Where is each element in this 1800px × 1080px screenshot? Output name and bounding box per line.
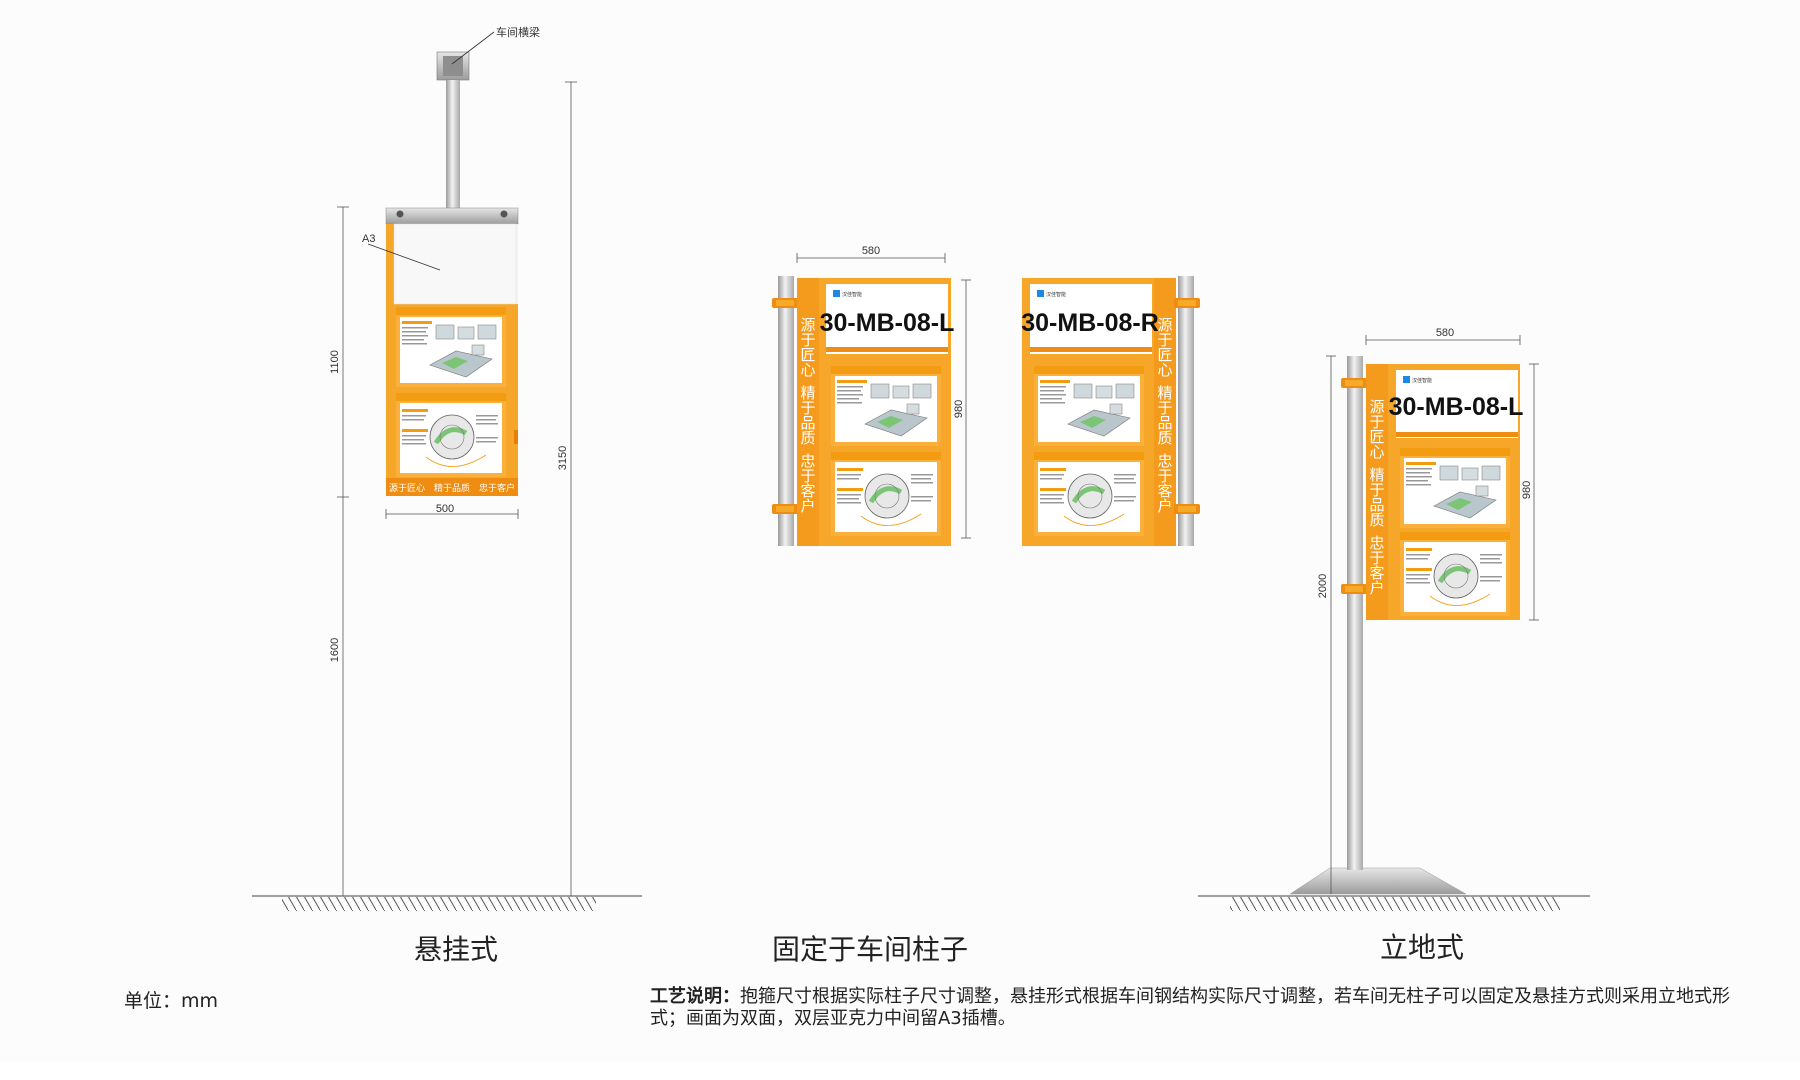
slogan-char: 质	[800, 429, 815, 447]
sign-code-wall-left: 30-MB-08-L	[820, 309, 955, 337]
brand-logo-icon	[1403, 376, 1410, 383]
wall-sign-right-group	[1022, 276, 1200, 546]
standing-sign-group	[1198, 335, 1590, 911]
slogan-char: 客	[1157, 482, 1172, 500]
slogan-char: 于	[1157, 331, 1172, 349]
process-note-body: 抱箍尺寸根据实际柱子尺寸调整，悬挂形式根据车间钢结构实际尺寸调整，若车间无柱子可…	[650, 986, 1730, 1029]
dim-hang-width: 500	[436, 503, 454, 515]
dim-stand-total: 2000	[1317, 574, 1329, 598]
slogan-char: 户	[1157, 497, 1172, 515]
dim-hang-upper: 1100	[329, 350, 341, 374]
slogan-char: 于	[800, 331, 815, 349]
slogan-char: 于	[1369, 549, 1384, 567]
dim-wall-height: 980	[953, 400, 965, 418]
dim-wall-width: 580	[862, 245, 880, 257]
slogan-char: 客	[1369, 564, 1384, 582]
sign-code-stand: 30-MB-08-L	[1389, 393, 1524, 421]
slogan-char: 匠	[1369, 428, 1384, 446]
unit-label: 单位：mm	[124, 990, 219, 1012]
wall-sign-left-group	[772, 253, 971, 546]
brand-label-wall-left: 汉佳智能	[842, 291, 862, 298]
brand-label-wall-right: 汉佳智能	[1046, 291, 1066, 298]
sign-code-wall-right: 30-MB-08-R	[1021, 309, 1159, 337]
dim-stand-width: 580	[1436, 327, 1454, 339]
slogan-char: 于	[800, 399, 815, 417]
slogan-char: 于	[1157, 467, 1172, 485]
slogan-hanging: 源于匠心 精于品质 忠于客户	[389, 482, 515, 494]
slogan-char: 于	[1369, 413, 1384, 431]
slogan-char: 质	[1157, 429, 1172, 447]
slogan-char: 精	[1369, 466, 1384, 484]
slogan-char: 客	[800, 482, 815, 500]
slogan-char: 品	[800, 414, 815, 432]
slogan-char: 于	[800, 467, 815, 485]
slogan-char: 忠	[1369, 534, 1384, 552]
dim-hang-total: 3150	[557, 446, 569, 470]
slogan-char: 精	[800, 384, 815, 402]
slogan-char: 源	[800, 316, 815, 334]
slogan-char: 心	[1369, 443, 1384, 461]
caption-wall: 固定于车间柱子	[772, 933, 969, 966]
dim-hang-lower: 1600	[329, 638, 341, 662]
slogan-char: 品	[1369, 496, 1384, 514]
slogan-char: 户	[800, 497, 815, 515]
slogan-char: 心	[800, 361, 815, 379]
brand-label-stand: 汉佳智能	[1412, 377, 1432, 384]
process-note: 工艺说明：抱箍尺寸根据实际柱子尺寸调整，悬挂形式根据车间钢结构实际尺寸调整，若车…	[650, 986, 1740, 1030]
slogan-char: 匠	[800, 346, 815, 364]
beam-label: 车间横梁	[496, 25, 540, 39]
slogan-char: 心	[1157, 361, 1172, 379]
caption-hanging: 悬挂式	[414, 933, 499, 966]
slogan-char: 户	[1369, 579, 1384, 597]
a3-label: A3	[362, 233, 375, 245]
slogan-char: 忠	[800, 452, 815, 470]
brand-logo-icon	[1037, 290, 1044, 297]
slogan-char: 于	[1369, 481, 1384, 499]
slogan-char: 忠	[1157, 452, 1172, 470]
slogan-char: 品	[1157, 414, 1172, 432]
slogan-char: 精	[1157, 384, 1172, 402]
slogan-char: 匠	[1157, 346, 1172, 364]
slogan-char: 质	[1369, 511, 1384, 529]
brand-logo-icon	[833, 290, 840, 297]
dim-stand-height: 980	[1521, 481, 1533, 499]
caption-standing: 立地式	[1380, 931, 1465, 964]
slogan-char: 源	[1369, 398, 1384, 416]
slogan-char: 源	[1157, 316, 1172, 334]
hanging-sign-group	[252, 31, 642, 911]
process-note-title: 工艺说明：	[650, 986, 740, 1007]
slogan-char: 于	[1157, 399, 1172, 417]
